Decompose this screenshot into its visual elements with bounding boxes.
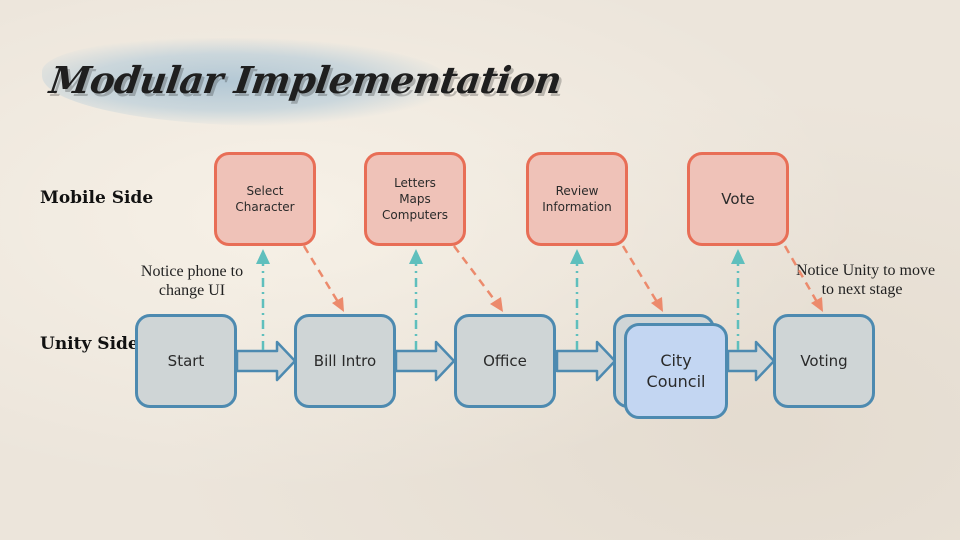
- notify-unity-arrow-1: [302, 245, 340, 303]
- flow-arrow-2: [394, 340, 456, 382]
- notify-unity-arrowhead-1: [332, 297, 344, 312]
- notify-unity-arrowhead-4: [811, 297, 823, 312]
- notify-unity-arrow-3: [621, 245, 659, 303]
- unity-step-start: Start: [135, 314, 237, 408]
- notify-phone-arrowhead-2: [409, 249, 423, 264]
- flow-arrow-1: [235, 340, 297, 382]
- notify-unity-arrow-4: [783, 245, 819, 303]
- title-brush-highlight: [42, 38, 452, 126]
- notify-phone-arrowhead-1: [256, 249, 270, 264]
- notify-phone-arrowhead-4: [731, 249, 745, 264]
- flow-arrow-3: [555, 340, 617, 382]
- mobile-side-label: Mobile Side: [40, 188, 154, 208]
- mobile-step-vote: Vote: [687, 152, 789, 246]
- flow-arrow-4: [726, 340, 776, 382]
- unity-step-bill-intro: Bill Intro: [294, 314, 396, 408]
- notify-unity-arrowhead-3: [651, 297, 663, 312]
- unity-step-office: Office: [454, 314, 556, 408]
- unity-side-label: Unity Side: [40, 334, 139, 354]
- unity-step-voting: Voting: [773, 314, 875, 408]
- notify-phone-arrowhead-3: [570, 249, 584, 264]
- notify-unity-arrowhead-2: [490, 297, 503, 312]
- notify-unity-arrow-2: [453, 245, 497, 303]
